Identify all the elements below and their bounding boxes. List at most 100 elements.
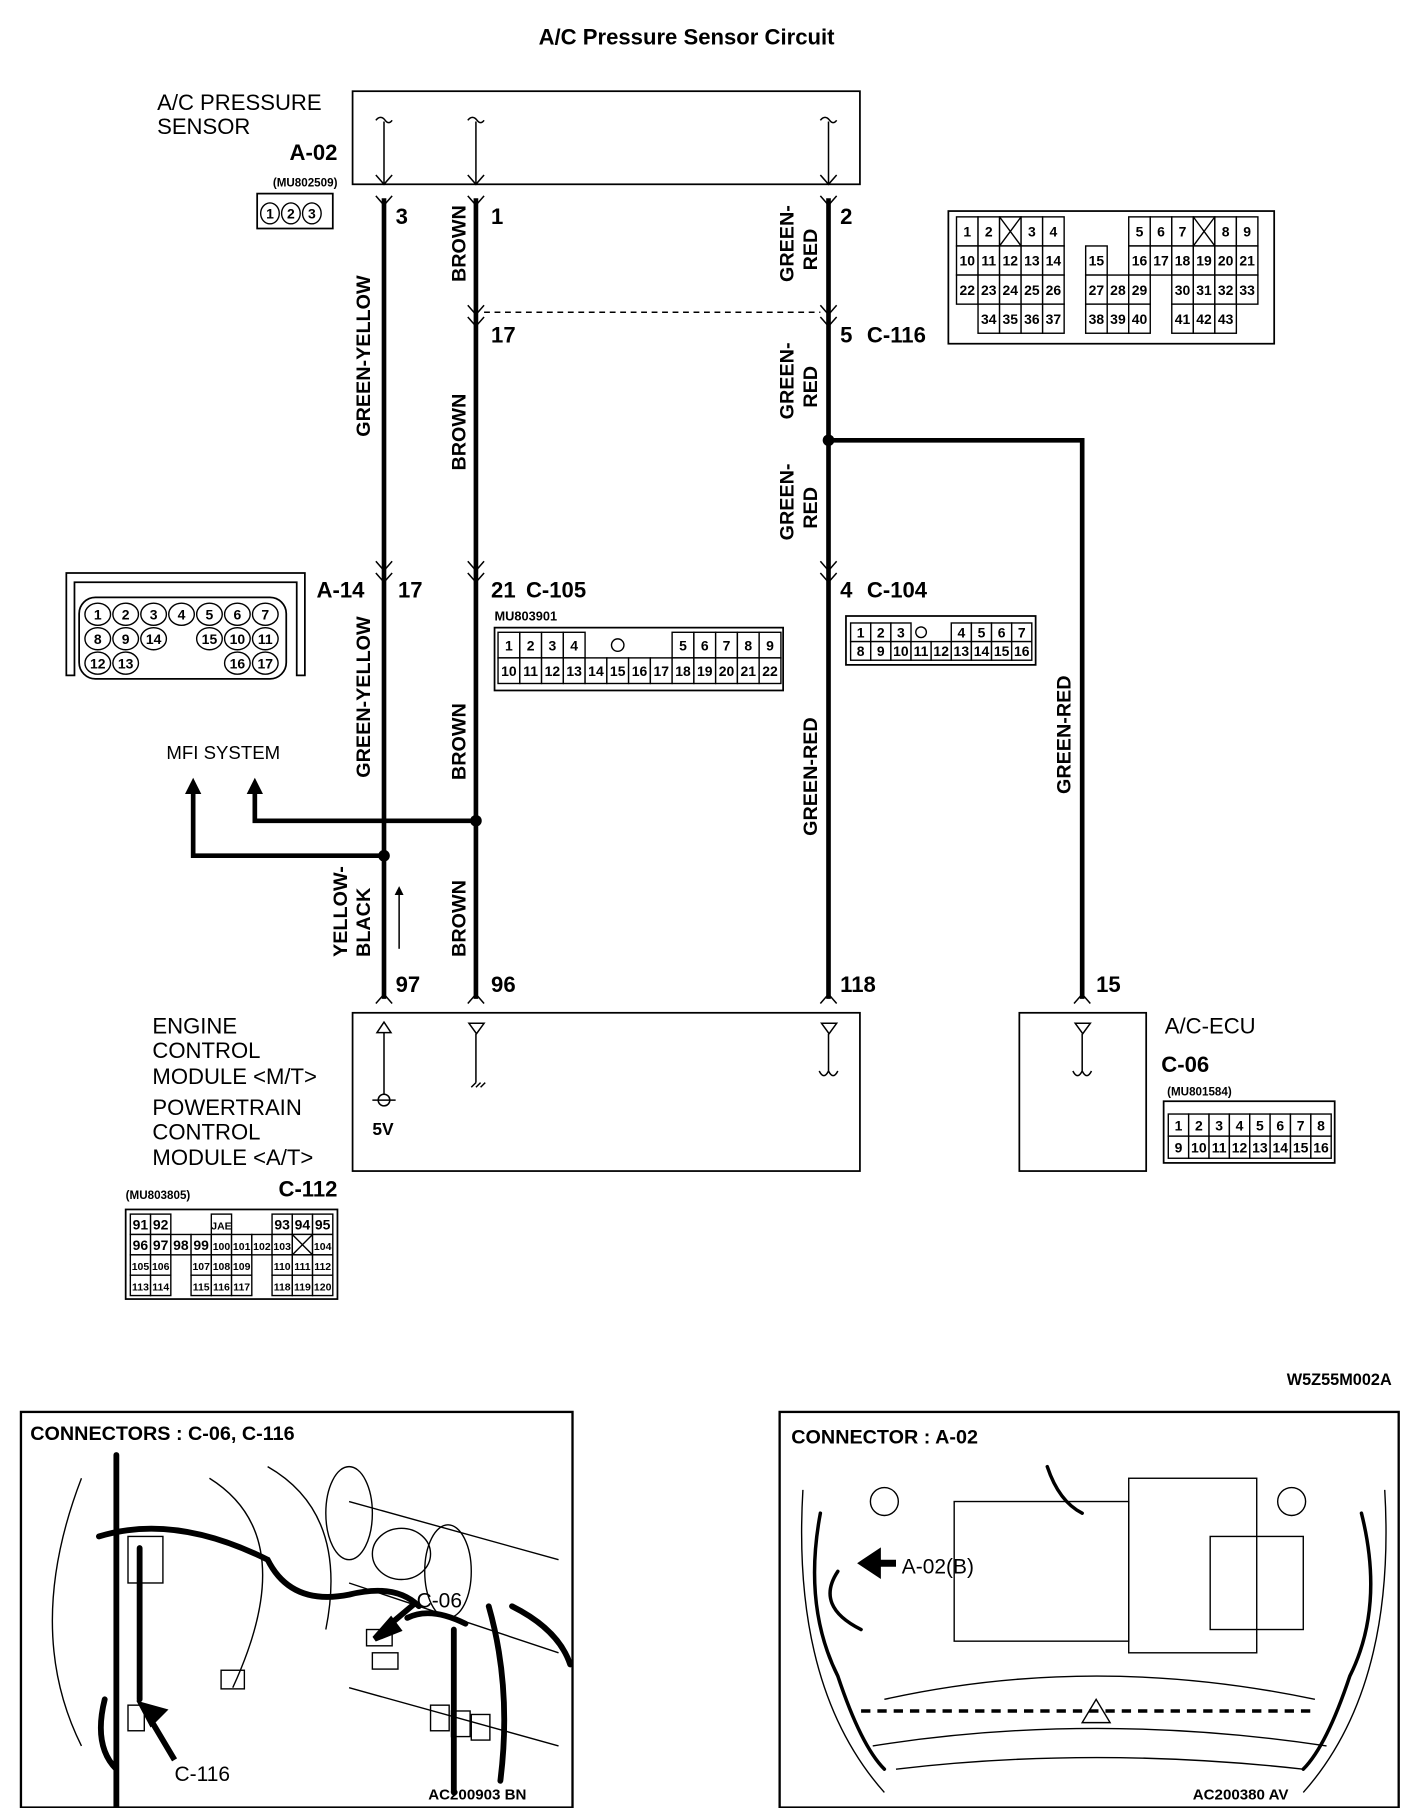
callout-c116: C-116 <box>175 1763 230 1786</box>
connector-lock-icon <box>915 626 928 639</box>
connector-pin-number: 9 <box>122 631 130 647</box>
connector-pin-number: 110 <box>274 1262 291 1273</box>
connector-pin-number: 37 <box>1046 311 1062 327</box>
connector-pin-number: 8 <box>857 643 865 659</box>
connector-cavity <box>112 626 140 651</box>
connector-pin-number: 11 <box>981 253 996 269</box>
connector-pin-number: 5 <box>206 606 214 622</box>
connector-pin-number: 13 <box>1252 1139 1268 1155</box>
connector-pin-number: 8 <box>744 637 752 653</box>
connector-pin-number: 9 <box>1175 1139 1183 1155</box>
pin-label: 17 <box>491 323 516 348</box>
connector-pin-number: 4 <box>1236 1117 1244 1133</box>
connector-pin-number: 117 <box>233 1283 250 1294</box>
connector-pin-number: 2 <box>122 606 130 622</box>
connector-cavity <box>84 626 112 651</box>
connector-pin-number: 39 <box>1110 311 1126 327</box>
wire-color-label: RED <box>800 229 822 271</box>
connector-pin-number: 3 <box>1028 224 1036 240</box>
connector-pin-number: 12 <box>1232 1139 1248 1155</box>
connector-cavity <box>223 626 251 651</box>
wire-color-label: GREEN-YELLOW <box>353 275 375 437</box>
connector-pin-number: 40 <box>1132 311 1148 327</box>
connector-cavity <box>84 651 112 675</box>
connector-pin-number: 111 <box>294 1262 310 1273</box>
locator-right-ref: AC200380 AV <box>1193 1786 1289 1803</box>
connector-pin-number: 103 <box>273 1242 291 1253</box>
connector-pin-number: 15 <box>202 631 218 647</box>
connector-pin-number: 1 <box>266 206 274 222</box>
sensor-name-line1: A/C PRESSURE <box>157 90 322 115</box>
connector-pin-number: 7 <box>1018 625 1026 641</box>
supply-voltage-label: 5V <box>372 1119 394 1139</box>
connector-pin-number: 8 <box>1317 1117 1325 1133</box>
connector-pin-number: 6 <box>998 625 1006 641</box>
connector-pin-number: 112 <box>314 1262 331 1273</box>
connector-pin-number: 32 <box>1218 282 1234 298</box>
pin-label: 4 <box>840 577 853 602</box>
ecm-box <box>351 1011 861 1172</box>
connector-pin-number: 2 <box>1195 1117 1203 1133</box>
connector-pin-number: 114 <box>152 1283 169 1294</box>
connector-pin-number: 17 <box>653 663 669 679</box>
connector-pin-number: 13 <box>118 655 134 671</box>
junction-dot <box>378 849 390 862</box>
connector-pin-number: 6 <box>1276 1117 1284 1133</box>
acecu-name: A/C-ECU <box>1165 1014 1256 1039</box>
connector-cavity <box>140 602 168 627</box>
mfi-arrow-icons <box>185 777 263 795</box>
connector-pin-number: 21 <box>1239 253 1255 269</box>
connector-c06-part-no: (MU801584) <box>1167 1085 1232 1098</box>
connector-pin-number: 6 <box>701 637 709 653</box>
connector-pin-number: 34 <box>981 311 997 327</box>
connector-c105-outline <box>493 626 784 692</box>
connector-pin-number: 4 <box>570 637 578 653</box>
connector-cavity-blocked <box>998 216 1022 247</box>
connector-pin-number: 13 <box>566 663 582 679</box>
connector-pin-number: 115 <box>193 1283 210 1294</box>
connector-pin-number: 6 <box>1157 224 1165 240</box>
connector-pin-number: 108 <box>213 1262 231 1273</box>
connector-cavity <box>311 1274 334 1297</box>
connector-cavity <box>251 626 279 651</box>
connector-pin-number: 7 <box>1297 1117 1305 1133</box>
diagram-title: A/C Pressure Sensor Circuit <box>539 25 836 50</box>
connector-cavity <box>168 602 196 627</box>
connector-lock-icon <box>610 638 625 653</box>
wire-color-label: GREEN- <box>777 342 799 419</box>
connector-pin-number: 26 <box>1046 282 1062 298</box>
connector-pin-number: 91 <box>133 1217 149 1233</box>
connector-pin-number: 20 <box>719 663 735 679</box>
wire-color-label: BROWN <box>448 205 470 282</box>
junction-dot <box>822 434 835 447</box>
connector-pin-number: 119 <box>294 1283 311 1294</box>
ecm-name-line: MODULE <M/T> <box>152 1064 317 1089</box>
connector-cavity <box>223 651 251 675</box>
connector-pin-number: 95 <box>315 1217 331 1233</box>
connector-pin-number: 16 <box>1014 643 1030 659</box>
connector-pin-number: 102 <box>253 1242 271 1253</box>
connector-pin-number: 29 <box>1132 282 1148 298</box>
connector-pin-number: 10 <box>960 253 976 269</box>
connector-c112-id: C-112 <box>278 1177 337 1202</box>
junction-dot <box>470 814 482 827</box>
connector-pin-number: 21 <box>741 663 757 679</box>
sensor-internal-lines <box>375 116 838 185</box>
pin-label: 97 <box>396 972 421 997</box>
ecm-name-line: POWERTRAIN <box>152 1095 301 1120</box>
connector-pin-number: 10 <box>230 631 246 647</box>
connector-cavity <box>251 651 279 675</box>
connector-c116-outline <box>947 210 1276 345</box>
connector-pin-number: 2 <box>287 206 295 222</box>
connector-pin-number: JAE <box>211 1222 231 1233</box>
acecu-internal <box>1072 1022 1093 1077</box>
ecm-name-line: ENGINE <box>152 1014 237 1039</box>
connector-pin-number: 100 <box>213 1242 231 1253</box>
connector-pin-number: 19 <box>697 663 713 679</box>
connector-pin-number: 5 <box>978 625 986 641</box>
connector-pin-number: 15 <box>994 643 1010 659</box>
pin-label: 118 <box>840 972 876 997</box>
connector-c105-id: C-105 <box>526 577 586 602</box>
